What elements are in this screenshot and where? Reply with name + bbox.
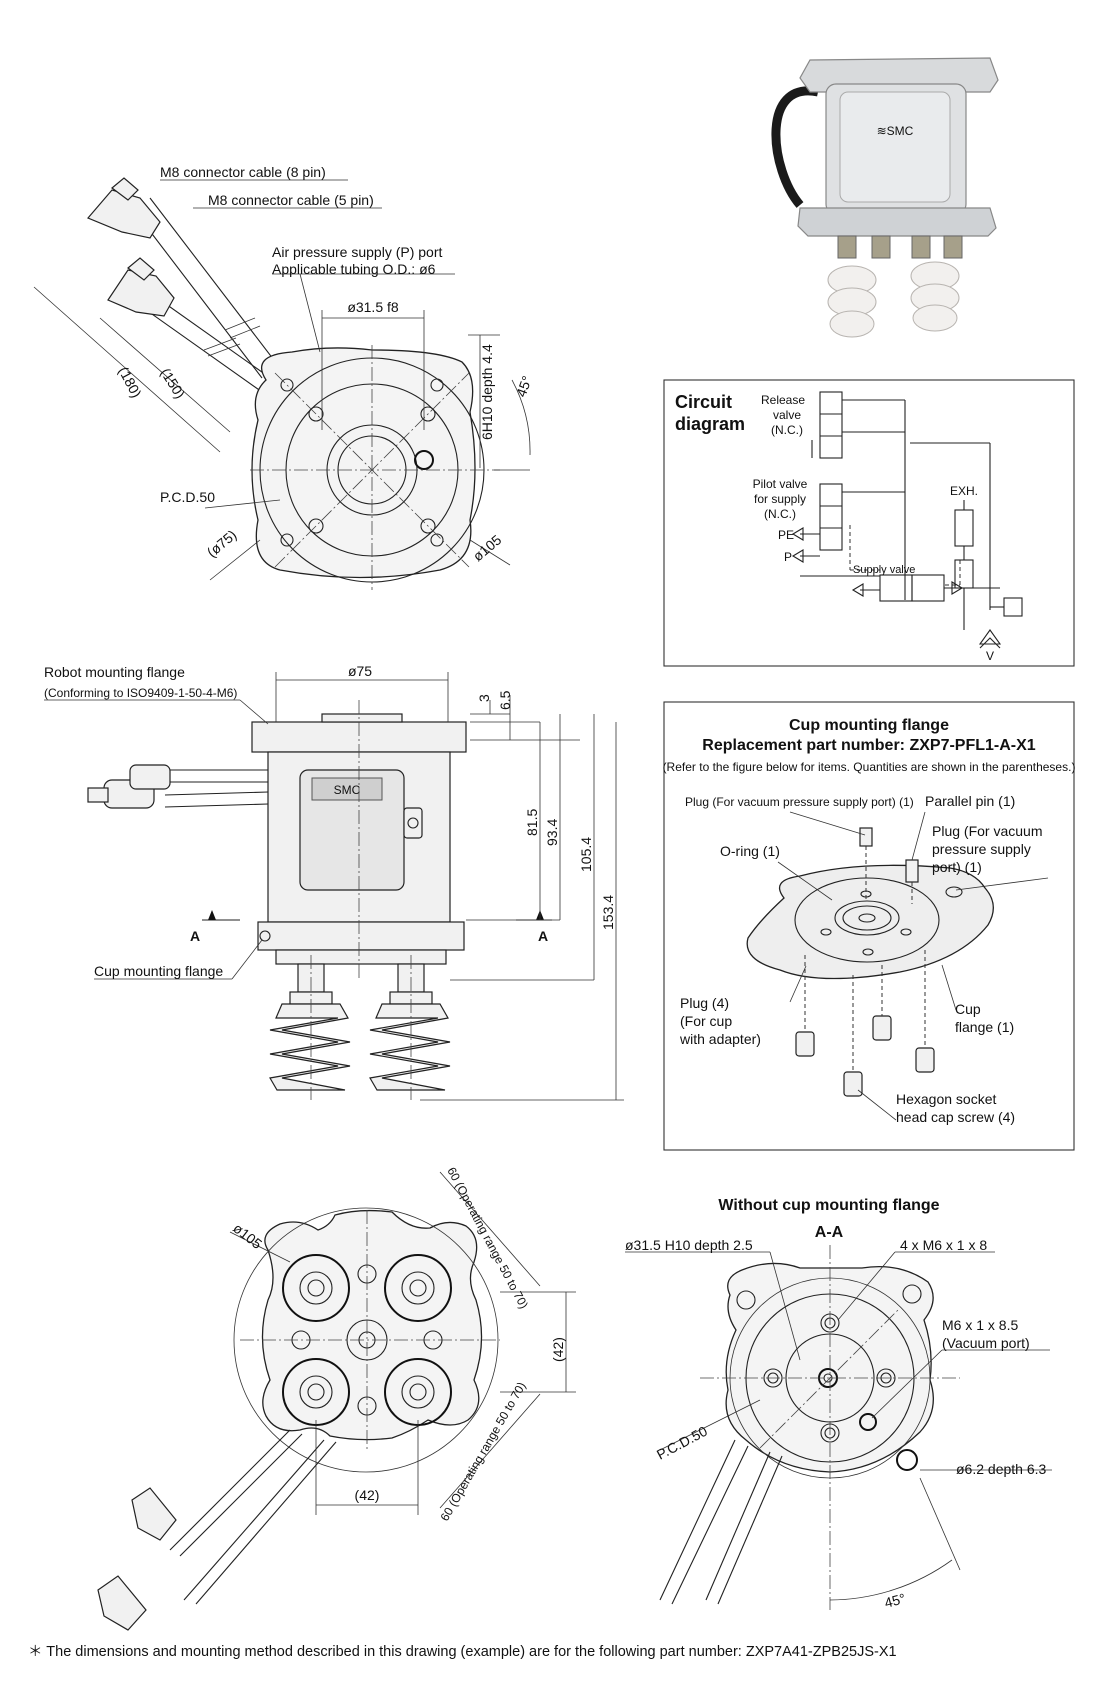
label-pcd50: P.C.D.50: [160, 489, 215, 505]
dim-42-horizontal: (42): [355, 1487, 380, 1503]
mount-hole: [308, 406, 324, 422]
pin-hole: [414, 450, 434, 470]
circuit-title: Circuit: [675, 392, 732, 412]
mount-hole: [420, 518, 436, 534]
label-v: V: [986, 649, 994, 663]
label-vac-port-2: (Vacuum port): [942, 1335, 1030, 1351]
label-plug-vac2-line3: port) (1): [932, 859, 982, 875]
label-hex-screw-qty: head cap screw (4): [896, 1109, 1015, 1125]
dim-42-vertical: (42): [550, 1337, 566, 1362]
circuit-diagram-box: [663, 379, 1075, 667]
dim-6-5: 6.5: [497, 690, 513, 710]
dim-81-5: 81.5: [524, 809, 540, 836]
label-robot-flange-iso: (Conforming to ISO9409-1-50-4-M6): [44, 686, 237, 700]
label-plug4-cup: (For cup: [680, 1013, 732, 1029]
label-plug-vac2-line2: pressure supply: [932, 841, 1031, 857]
label-air-port-tubing: Applicable tubing O.D.: ø6: [272, 261, 436, 277]
dim-150: (150): [157, 365, 188, 401]
label-exh: EXH.: [950, 484, 978, 498]
dim-angle-45: 45°: [513, 374, 535, 399]
cup-flange-part-number: Replacement part number: ZXP7-PFL1-A-X1: [702, 737, 1036, 754]
label-pe: PE: [778, 528, 794, 542]
side-view: SMC: [44, 672, 624, 1101]
product-photo: ≋SMC: [771, 57, 999, 338]
label-supply-valve: Supply valve: [853, 564, 915, 576]
pin-hole-6-2: [896, 1449, 918, 1471]
label-pilot-nc: (N.C.): [764, 507, 796, 521]
label-robot-flange: Robot mounting flange: [44, 664, 185, 680]
label-release: Release: [761, 393, 805, 407]
section-a-left: A: [190, 928, 200, 944]
cup-flange-note: (Refer to the figure below for items. Qu…: [663, 760, 1076, 774]
label-m8-8pin: M8 connector cable (8 pin): [160, 164, 326, 180]
label-pcd50-section: P.C.D.50: [654, 1423, 710, 1463]
label-vac-port: M6 x 1 x 8.5: [942, 1317, 1018, 1333]
top-view: [33, 177, 531, 590]
label-cup-flange-part: Cup: [955, 1001, 981, 1017]
vacuum-cup-left: [269, 955, 351, 1100]
section-aa-label: A-A: [815, 1224, 844, 1241]
vacuum-cup-right: [369, 955, 451, 1100]
label-angle-45-section: 45°: [883, 1590, 908, 1611]
label-pilot: Pilot valve: [753, 477, 808, 491]
label-release-valve: valve: [773, 408, 801, 422]
label-hex-screw: Hexagon socket: [896, 1091, 997, 1107]
section-aa-view: [625, 1245, 1052, 1610]
circuit-title-2: diagram: [675, 414, 745, 434]
dim-105-4: 105.4: [578, 837, 594, 872]
cable-pair: [87, 177, 281, 393]
label-m6-holes: 4 x M6 x 1 x 8: [900, 1237, 987, 1253]
brand-logo: SMC: [334, 783, 361, 797]
dim-dia-75-side: ø75: [348, 663, 372, 679]
cup-flange-box: [663, 701, 1075, 1151]
mount-hole: [308, 518, 324, 534]
footnote: ＊ The dimensions and mounting method des…: [28, 1644, 897, 1660]
section-a-right: A: [538, 928, 548, 944]
label-pilot-supply: for supply: [754, 492, 806, 506]
label-parallel-pin: Parallel pin (1): [925, 793, 1015, 809]
label-bore: ø31.5 H10 depth 2.5: [625, 1237, 753, 1253]
label-pin-hole: ø6.2 depth 6.3: [956, 1461, 1047, 1477]
dim-93-4: 93.4: [544, 819, 560, 846]
dim-dia-105: ø105: [470, 531, 505, 564]
label-oring: O-ring (1): [720, 843, 780, 859]
cup-flange-title: Cup mounting flange: [789, 717, 949, 734]
label-m8-5pin: M8 connector cable (5 pin): [208, 192, 374, 208]
label-cup-flange-qty: flange (1): [955, 1019, 1014, 1035]
dim-153-4: 153.4: [600, 895, 616, 930]
bottom-view: [97, 1171, 576, 1631]
dim-hole-depth: 6H10 depth 4.4: [479, 344, 495, 440]
label-air-port: Air pressure supply (P) port: [272, 244, 443, 260]
label-plug4-adapter: with adapter): [679, 1031, 761, 1047]
dim-dia-75: (ø75): [204, 527, 240, 561]
label-plug-vac: Plug (For vacuum pressure supply port) (…: [685, 795, 914, 809]
dim-3: 3: [476, 694, 492, 702]
label-release-nc: (N.C.): [771, 423, 803, 437]
dim-180: (180): [115, 364, 144, 400]
label-cup-flange: Cup mounting flange: [94, 963, 223, 979]
label-plug4: Plug (4): [680, 995, 729, 1011]
photo-brand-icon: ≋SMC: [877, 124, 914, 138]
label-p: P: [784, 550, 792, 564]
label-plug-vac2: Plug (For vacuum: [932, 823, 1042, 839]
section-title: Without cup mounting flange: [718, 1197, 939, 1214]
dim-dia-31-5: ø31.5 f8: [347, 299, 399, 315]
mount-hole: [420, 406, 436, 422]
